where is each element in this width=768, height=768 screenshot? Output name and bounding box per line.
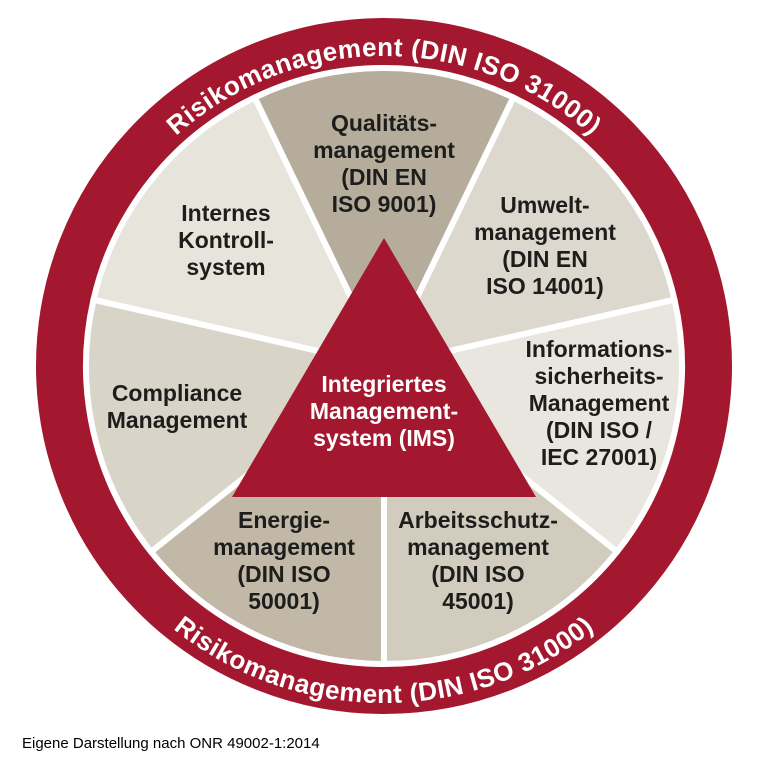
label-arbeitsschutz-line: (DIN ISO [431,561,524,587]
label-qualitaetsmanagement-line: management [313,137,455,163]
segment-wedges [83,65,685,667]
wedge-compliance-management [83,296,387,555]
label-energiemanagement-line: 50001) [248,588,320,614]
label-qualitaetsmanagement-line: ISO 9001) [332,191,437,217]
wedge-informationssicherheits-management [381,296,685,555]
label-qualitaetsmanagement-line: (DIN EN [341,164,427,190]
source-caption: Eigene Darstellung nach ONR 49002-1:2014 [22,735,320,752]
ims-label-line: Integriertes [321,371,446,397]
label-internes-kontrollsystem-line: Kontroll- [178,227,274,253]
ims-triangle [232,238,536,497]
label-informationssicherheit-line: Informations- [526,336,673,362]
label-informationssicherheit-line: IEC 27001) [541,444,657,470]
label-compliance-line: Compliance [112,380,242,406]
label-informationssicherheit-line: sicherheits- [534,363,663,389]
label-energiemanagement-line: (DIN ISO [237,561,330,587]
label-arbeitsschutz-line: 45001) [442,588,514,614]
label-informationssicherheit-line: (DIN ISO / [546,417,653,443]
segment-labels: Qualitäts- management (DIN EN ISO 9001) … [107,110,673,614]
risk-management-ring [36,18,732,714]
ims-triangle-label: Integriertes Management- system (IMS) [310,371,458,451]
label-arbeitsschutz-line: Arbeitsschutz- [398,507,558,533]
label-energiemanagement-line: Energie- [238,507,330,533]
label-umweltmanagement-line: ISO 14001) [486,273,604,299]
wedge-umweltmanagement [381,94,678,369]
label-qualitaetsmanagement-line: Qualitäts- [331,110,437,136]
label-internes-kontrollsystem-line: system [186,254,265,280]
wedge-internes-kontrollsystem [90,94,387,369]
label-compliance-line: Management [107,407,248,433]
label-umweltmanagement-line: management [474,219,616,245]
label-umweltmanagement-line: (DIN EN [502,246,588,272]
label-internes-kontrollsystem-line: Internes [181,200,270,226]
label-informationssicherheit-line: Management [529,390,670,416]
ims-label-line: Management- [310,398,458,424]
label-energiemanagement-line: management [213,534,355,560]
label-arbeitsschutz-line: management [407,534,549,560]
label-umweltmanagement-line: Umwelt- [500,192,589,218]
ims-label-line: system (IMS) [313,425,455,451]
wedge-qualitaetsmanagement [251,65,517,369]
